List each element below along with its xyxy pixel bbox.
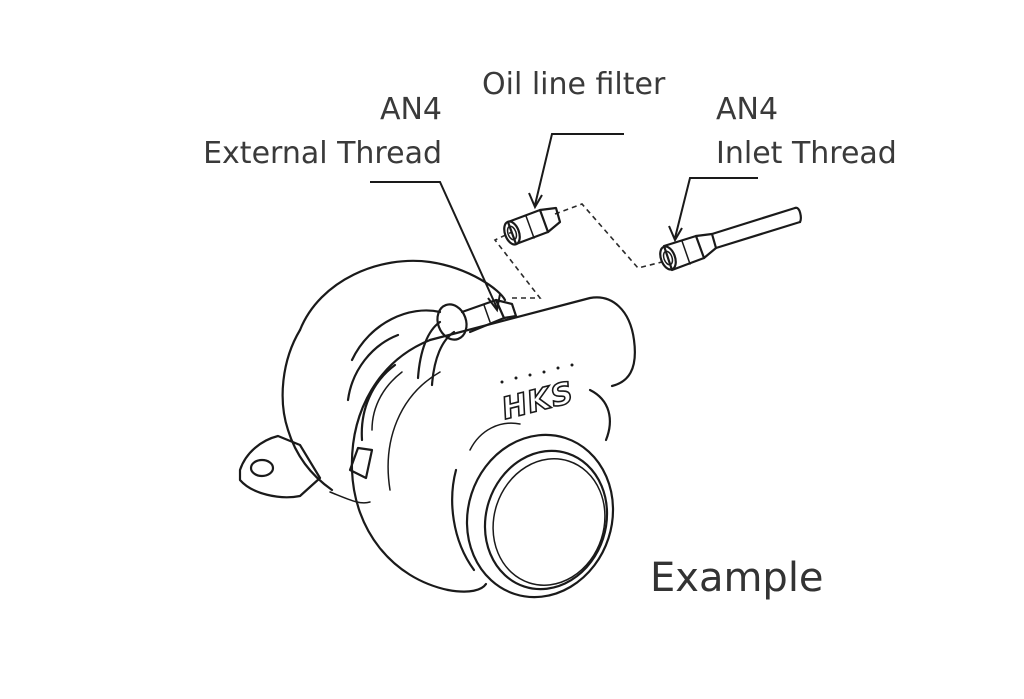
label-example: Example (650, 555, 824, 601)
turbine-housing (238, 259, 507, 504)
leader-external-thread (370, 181, 501, 313)
leader-inlet-thread (668, 177, 758, 243)
center-cartridge (346, 309, 442, 480)
label-oil-line-filter: Oil line filter (482, 67, 666, 102)
leader-oil-filter (528, 133, 624, 210)
logo-dots (500, 363, 574, 384)
hks-logo: HKS (497, 375, 578, 428)
assembly-dashed-path (493, 203, 663, 299)
label-left-an4: AN4 (379, 92, 442, 127)
label-inlet-thread: Inlet Thread (716, 136, 897, 171)
compressor-housing (350, 296, 636, 593)
hks-logo-text: HKS (498, 375, 577, 427)
label-external-thread: External Thread (203, 136, 442, 171)
inlet-fitting-hose (659, 206, 802, 272)
oil-inlet-fitting (416, 298, 518, 387)
oil-line-filter (503, 206, 562, 246)
label-right-an4: AN4 (716, 92, 779, 127)
compressor-inlet (451, 422, 615, 599)
